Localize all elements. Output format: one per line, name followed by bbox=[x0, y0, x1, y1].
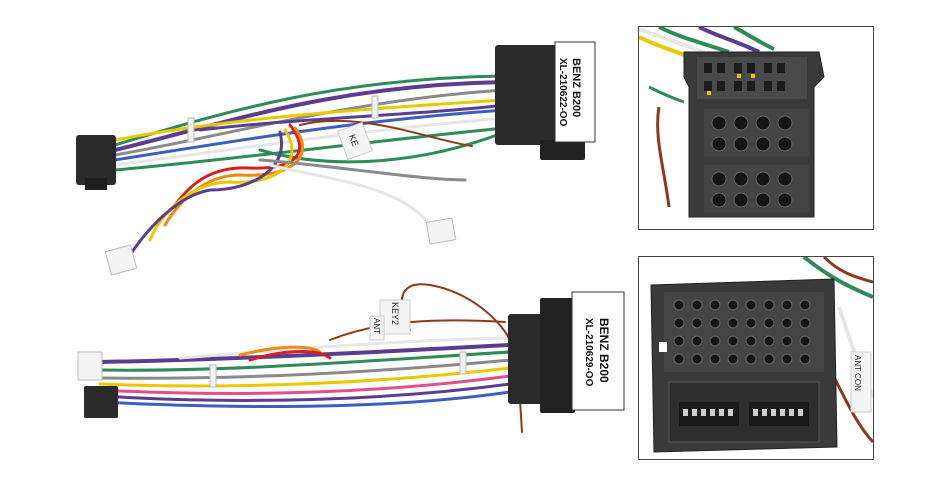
quadlock-housing bbox=[650, 278, 838, 453]
wire-tag-ant-con: ANT CON bbox=[850, 351, 872, 413]
harness-top: KE BENZ B200 XL-210622-OO bbox=[76, 41, 596, 276]
wire-bundle-top bbox=[113, 74, 507, 257]
label-line1: BENZ B200 bbox=[597, 318, 611, 383]
cable-tie bbox=[209, 364, 217, 388]
wire-tag-ant: ANT bbox=[369, 315, 385, 341]
label-line1: BENZ B200 bbox=[570, 58, 582, 117]
cable-tie bbox=[187, 117, 195, 143]
cable-tie bbox=[459, 351, 467, 375]
harness-photo: KE BENZ B200 XL-210622-OO bbox=[76, 41, 625, 433]
inset-iso-connector bbox=[638, 26, 874, 230]
plug-white bbox=[425, 217, 457, 245]
connector-left-bottom bbox=[77, 351, 118, 418]
label-line2: XL-210629-OO bbox=[583, 318, 594, 387]
svg-text:ANT CON: ANT CON bbox=[853, 355, 862, 391]
connector-main-top: BENZ B200 XL-210622-OO bbox=[495, 41, 596, 160]
connector-main-bottom: BENZ B200 XL-210629-OO bbox=[508, 291, 625, 413]
iso-housing bbox=[683, 51, 825, 218]
wire-bundle-bottom bbox=[98, 283, 523, 433]
svg-text:ANT: ANT bbox=[372, 318, 381, 334]
wire-tag-key2: KEY2 bbox=[379, 299, 411, 335]
svg-text:KE: KE bbox=[347, 133, 361, 148]
cable-tie bbox=[371, 95, 379, 119]
connector-left-top bbox=[76, 135, 116, 190]
wire-tag-top: KE bbox=[337, 121, 373, 161]
svg-text:KEY2: KEY2 bbox=[390, 302, 400, 325]
plug-white bbox=[104, 244, 138, 276]
label-line2: XL-210622-OO bbox=[557, 58, 568, 127]
harness-bottom: KEY2 ANT BENZ B200 XL-210629-OO bbox=[77, 283, 625, 433]
inset-quadlock-connector: ANT CON bbox=[638, 256, 874, 460]
